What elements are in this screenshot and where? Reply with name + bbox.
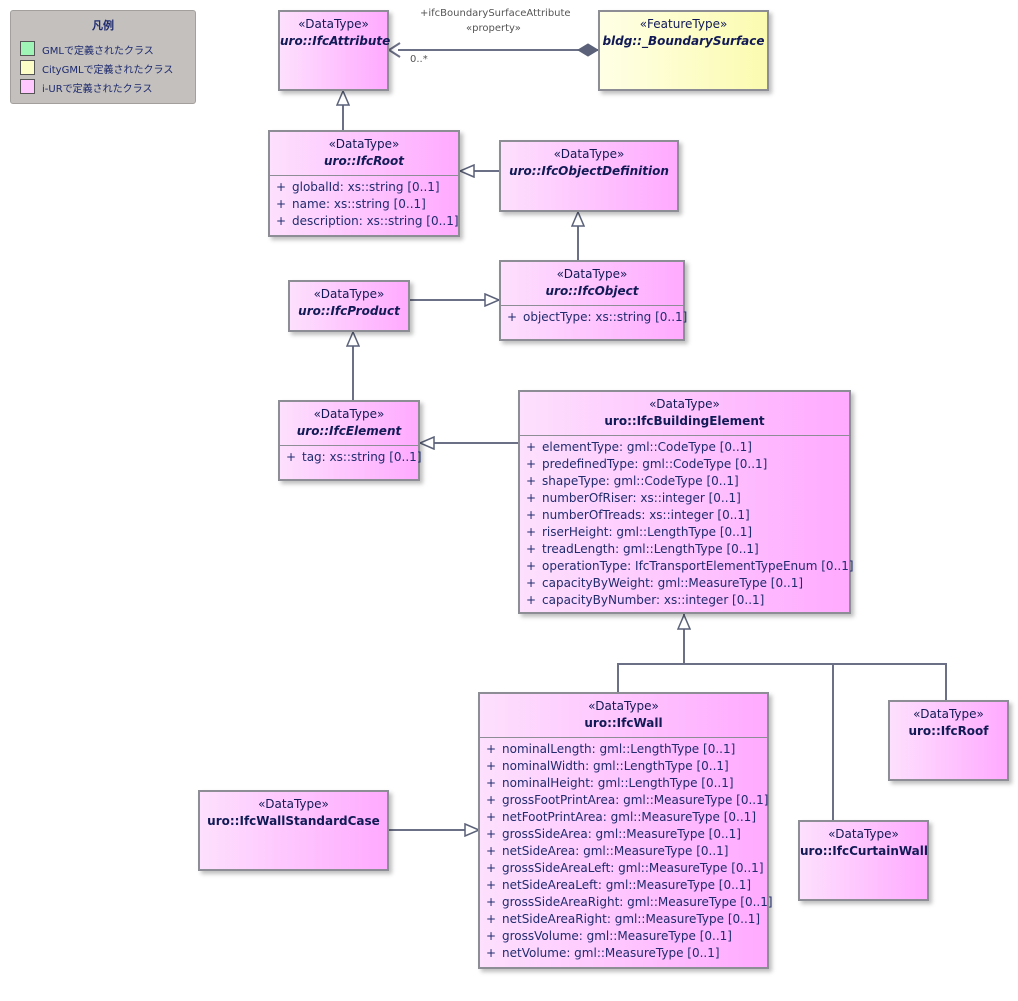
legend-swatch-yellow [20,60,35,75]
class-ifc-object[interactable]: «DataType» uro::IfcObject +objectType: x… [499,260,688,341]
legend-swatch-pink [20,79,35,94]
class-ifc-wall-standard-case[interactable]: «DataType» uro::IfcWallStandardCase [198,790,389,871]
legend-label: i-URで定義されたクラス [42,84,153,95]
class-name: uro::IfcElement [296,424,402,438]
class-ifc-roof[interactable]: «DataType» uro::IfcRoof [888,700,1009,781]
class-ifc-curtain-wall[interactable]: «DataType» uro::IfcCurtainWall [798,820,929,901]
attribute-list: +elementType: gml::CodeType [0..1] +pred… [520,435,854,609]
attribute-row: +netSideAreaLeft: gml::MeasureType [0..1… [486,878,752,892]
attribute-row: +riserHeight: gml::LengthType [0..1] [526,525,753,539]
class-stereotype: «DataType» [828,827,899,841]
attribute-row: +netSideArea: gml::MeasureType [0..1] [486,844,729,858]
attribute-row: +nominalHeight: gml::LengthType [0..1] [486,776,734,790]
attribute-row: +operationType: IfcTransportElementTypeE… [526,559,854,573]
class-name: uro::IfcProduct [298,304,400,318]
class-ifc-product[interactable]: «DataType» uro::IfcProduct [288,280,410,332]
class-name: uro::IfcWall [584,716,663,730]
attribute-list: +objectType: xs::string [0..1] [501,305,688,326]
attribute-row: +netFootPrintArea: gml::MeasureType [0..… [486,810,756,824]
legend: 凡例 GMLで定義されたクラス CityGMLで定義されたクラス i-URで定義… [10,10,196,104]
attribute-row: +numberOfRiser: xs::integer [0..1] [526,491,741,505]
attribute-row: +grossSideArea: gml::MeasureType [0..1] [486,827,741,841]
attribute-row: +nominalWidth: gml::LengthType [0..1] [486,759,729,773]
class-stereotype: «DataType» [588,699,659,713]
attribute-row: +grossVolume: gml::MeasureType [0..1] [486,929,732,943]
legend-label: CityGMLで定義されたクラス [42,65,174,76]
class-stereotype: «DataType» [913,707,984,721]
attribute-row: +elementType: gml::CodeType [0..1] [526,440,752,454]
class-ifc-element[interactable]: «DataType» uro::IfcElement +tag: xs::str… [278,400,422,481]
attribute-row: +grossSideAreaLeft: gml::MeasureType [0.… [486,861,764,875]
attribute-row: +objectType: xs::string [0..1] [507,310,688,324]
association-role-label: +ifcBoundarySurfaceAttribute [420,8,571,19]
legend-label: GMLで定義されたクラス [42,46,154,57]
class-stereotype: «DataType» [553,147,625,161]
attribute-row: +tag: xs::string [0..1] [286,450,422,464]
class-name: uro::IfcCurtainWall [800,844,928,858]
class-stereotype: «DataType» [313,407,385,421]
attribute-row: +description: xs::string [0..1] [276,214,459,228]
legend-item-iur: i-URで定義されたクラス [20,79,192,97]
class-stereotype: «FeatureType» [639,17,728,31]
attribute-list: +tag: xs::string [0..1] [280,445,422,466]
legend-title: 凡例 [92,19,114,32]
class-name: uro::IfcObject [545,284,639,298]
attribute-row: +grossSideAreaRight: gml::MeasureType [0… [486,895,773,909]
association-open-arrow [387,42,401,58]
class-stereotype: «DataType» [258,797,329,811]
legend-item-citygml: CityGMLで定義されたクラス [20,60,192,78]
class-ifc-attribute[interactable]: «DataType» uro::IfcAttribute [278,10,391,91]
class-name: uro::IfcObjectDefinition [509,164,669,178]
class-stereotype: «DataType» [313,287,385,301]
attribute-row: +netVolume: gml::MeasureType [0..1] [486,946,720,960]
class-ifc-wall[interactable]: «DataType» uro::IfcWall +nominalLength: … [478,692,773,969]
attribute-row: +capacityByNumber: xs::integer [0..1] [526,593,765,607]
attribute-row: +numberOfTreads: xs::integer [0..1] [526,508,750,522]
class-name: uro::IfcRoot [324,154,404,168]
attribute-row: +grossFootPrintArea: gml::MeasureType [0… [486,793,769,807]
class-name: uro::IfcWallStandardCase [207,814,380,828]
association-diamond [577,43,599,57]
attribute-list: +nominalLength: gml::LengthType [0..1] +… [480,737,773,962]
attribute-row: +predefinedType: gml::CodeType [0..1] [526,457,768,471]
association-multiplicity-label: 0..* [410,54,428,65]
class-stereotype: «DataType» [556,267,628,281]
attribute-row: +treadLength: gml::LengthType [0..1] [526,542,759,556]
legend-swatch-green [20,41,35,56]
class-ifc-building-element[interactable]: «DataType» uro::IfcBuildingElement +elem… [518,390,854,614]
association-stereotype-label: «property» [466,23,521,34]
attribute-row: +globalId: xs::string [0..1] [276,180,440,194]
class-boundary-surface[interactable]: «FeatureType» bldg::_BoundarySurface [598,10,769,91]
class-ifc-root[interactable]: «DataType» uro::IfcRoot +globalId: xs::s… [268,130,460,237]
class-name: uro::IfcBuildingElement [604,414,765,428]
attribute-row: +netSideAreaRight: gml::MeasureType [0..… [486,912,761,926]
attribute-row: +nominalLength: gml::LengthType [0..1] [486,742,736,756]
class-stereotype: «DataType» [649,397,720,411]
class-name: bldg::_BoundarySurface [602,34,765,48]
class-stereotype: «DataType» [328,137,400,151]
legend-item-gml: GMLで定義されたクラス [20,41,192,59]
attribute-row: +shapeType: gml::CodeType [0..1] [526,474,739,488]
class-name: uro::IfcAttribute [280,34,391,48]
attribute-row: +name: xs::string [0..1] [276,197,426,211]
class-stereotype: «DataType» [298,17,369,31]
attribute-list: +globalId: xs::string [0..1] +name: xs::… [270,175,459,230]
attribute-row: +capacityByWeight: gml::MeasureType [0..… [526,576,804,590]
class-ifc-object-definition[interactable]: «DataType» uro::IfcObjectDefinition [499,140,679,212]
class-name: uro::IfcRoof [908,724,989,738]
